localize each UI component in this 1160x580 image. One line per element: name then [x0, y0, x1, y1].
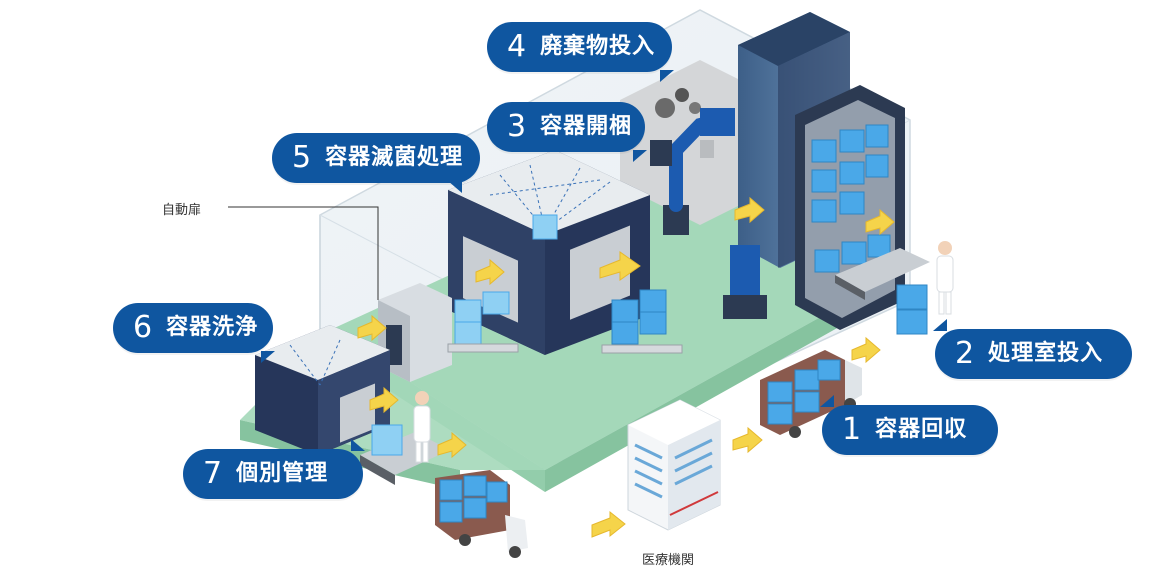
step-3-number: 3 — [507, 109, 527, 144]
arrow-hospital-to-delivery — [591, 510, 626, 538]
medical-facility-building — [627, 399, 721, 531]
step-3-label: 3 容器開梱 — [487, 102, 647, 162]
intake-conveyor — [835, 248, 930, 300]
step-5-text: 容器滅菌処理 — [325, 145, 464, 170]
step-6-number: 6 — [133, 310, 153, 345]
flow-arrows — [357, 196, 895, 538]
step-1-label: 1 容器回収 — [820, 395, 998, 455]
step-1-text: 容器回収 — [875, 417, 968, 442]
container-stack-intake — [896, 284, 928, 335]
worker-right — [936, 241, 954, 315]
auto-door-leader — [228, 206, 379, 300]
step-2-label: 2 処理室投入 — [933, 319, 1132, 379]
step-2-text: 処理室投入 — [988, 341, 1104, 366]
step-5-label: 5 容器滅菌処理 — [272, 133, 480, 193]
step-6-label: 6 容器洗浄 — [113, 303, 275, 363]
container-cart-left — [447, 291, 519, 353]
step-6-text: 容器洗浄 — [166, 315, 259, 340]
step-4-label: 4 廃棄物投入 — [487, 22, 674, 82]
step-7-label: 7 個別管理 — [183, 439, 365, 499]
step-5-number: 5 — [292, 140, 312, 175]
container-rack — [795, 85, 905, 330]
worker-left — [413, 391, 431, 463]
step-3-text: 容器開梱 — [540, 114, 633, 139]
medical-facility-caption: 医療機関 — [642, 553, 695, 568]
step-1-number: 1 — [842, 412, 862, 447]
step-7-number: 7 — [203, 456, 223, 491]
step-7-text: 個別管理 — [236, 461, 329, 486]
collection-truck — [760, 350, 862, 438]
step-4-number: 4 — [507, 29, 527, 64]
container-cart-center — [601, 289, 683, 354]
delivery-truck — [435, 470, 528, 558]
robot-arm — [650, 108, 767, 319]
step-2-number: 2 — [955, 336, 975, 371]
step-4-text: 廃棄物投入 — [540, 34, 656, 59]
auto-door-caption: 自動扉 — [162, 203, 202, 218]
